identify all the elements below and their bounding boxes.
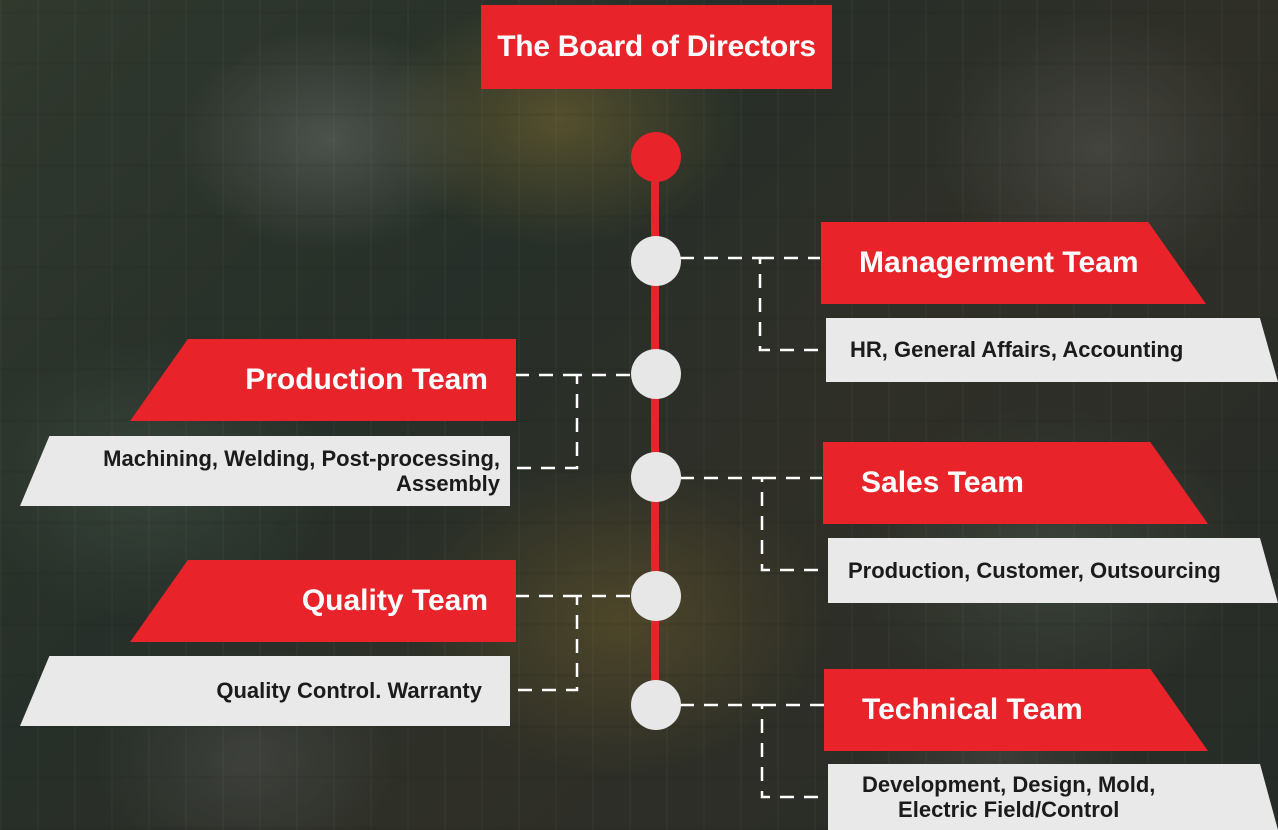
management-team-box: Managerment Team: [821, 222, 1206, 304]
management-node: [631, 236, 681, 286]
sales-duties-box: Production, Customer, Outsourcing: [828, 538, 1278, 603]
management-duties-box: HR, General Affairs, Accounting: [826, 318, 1278, 382]
production-duties-box: Machining, Welding, Post-processing, Ass…: [20, 436, 510, 506]
connector-sales: [680, 476, 828, 572]
technical-duties-line-2: Electric Field/Control: [898, 797, 1120, 822]
board-of-directors-box: The Board of Directors: [481, 5, 832, 89]
production-duties-line-2: Assembly: [396, 471, 500, 496]
technical-duties-line-1: Development, Design, Mold,: [862, 771, 1156, 797]
production-duties-line-1: Machining, Welding, Post-processing,: [103, 445, 500, 471]
technical-duties-box: Development, Design, Mold, Electric Fiel…: [828, 764, 1278, 830]
management-team-label: Managerment Team: [859, 246, 1139, 279]
quality-node: [631, 571, 681, 621]
connector-management: [680, 256, 826, 352]
quality-duties-box: Quality Control. Warranty: [20, 656, 510, 726]
quality-team-box: Quality Team: [130, 560, 516, 642]
sales-duties-label: Production, Customer, Outsourcing: [848, 557, 1221, 583]
production-team-box: Production Team: [130, 339, 516, 421]
connector-quality: [510, 594, 630, 692]
board-node: [631, 132, 681, 182]
sales-team-box: Sales Team: [823, 442, 1208, 524]
sales-node: [631, 452, 681, 502]
connector-production: [508, 373, 630, 470]
management-duties-label: HR, General Affairs, Accounting: [850, 337, 1184, 363]
production-node: [631, 349, 681, 399]
production-team-label: Production Team: [245, 363, 488, 396]
technical-team-box: Technical Team: [824, 669, 1208, 751]
sales-team-label: Sales Team: [861, 466, 1024, 499]
connector-technical: [680, 703, 828, 799]
technical-team-label: Technical Team: [862, 693, 1083, 726]
quality-team-label: Quality Team: [301, 584, 488, 617]
quality-duties-label: Quality Control. Warranty: [216, 678, 482, 704]
technical-node: [631, 680, 681, 730]
